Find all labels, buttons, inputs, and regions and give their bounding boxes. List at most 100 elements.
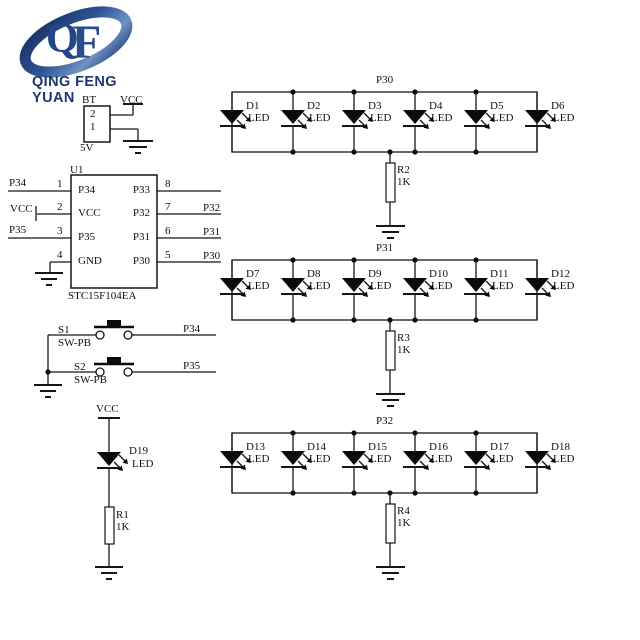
- led-component: D1 LED: [220, 92, 270, 152]
- mcu-body-icon: [70, 174, 158, 289]
- led-icon: [97, 452, 128, 471]
- pin-name-p33: P33: [132, 184, 150, 196]
- led-type: LED: [431, 280, 453, 292]
- pin-number-4: 4: [57, 249, 63, 261]
- led-type: LED: [431, 112, 453, 124]
- pin-number-7: 7: [165, 201, 171, 213]
- ground-icon: [123, 140, 153, 154]
- resistor-ref: R1: [116, 509, 129, 521]
- led-component: D7 LED: [220, 260, 269, 320]
- led-type: LED: [492, 112, 514, 124]
- net-label: P31: [376, 242, 394, 254]
- battery-ref: BT: [82, 94, 97, 106]
- led-icon: [220, 92, 251, 152]
- led-icon: [525, 433, 556, 493]
- led-component: D11 LED: [464, 260, 514, 320]
- led-component: D12 LED: [525, 260, 575, 320]
- led-row: P31 R3 1K D7 LED: [220, 238, 574, 413]
- pin-number-8: 8: [165, 178, 171, 190]
- led-icon: [281, 433, 312, 493]
- led-ref: D11: [490, 268, 509, 280]
- led-component: D4 LED: [403, 92, 453, 152]
- net-label-p34: P34: [9, 177, 27, 189]
- led-type: LED: [132, 458, 154, 470]
- pin-number-3: 3: [57, 225, 63, 237]
- led-type: LED: [248, 112, 270, 124]
- led-ref: D7: [246, 268, 260, 280]
- switch-ref: S2: [74, 361, 86, 373]
- led-type: LED: [431, 453, 453, 465]
- mcu-wires: [8, 174, 221, 289]
- led-icon: [403, 260, 434, 320]
- led-ref: D15: [368, 441, 387, 453]
- led-ref: D13: [246, 441, 265, 453]
- led-component: D18 LED: [525, 433, 574, 493]
- led-ref: D2: [307, 100, 321, 112]
- led-component: D13 LED: [220, 433, 269, 493]
- led-ref: D9: [368, 268, 382, 280]
- led-ref: D4: [429, 100, 443, 112]
- net-label: P30: [376, 74, 394, 86]
- ground-icon: [376, 225, 405, 239]
- led-ref: D5: [490, 100, 504, 112]
- net-label-p34: P34: [183, 323, 201, 335]
- logo-letter-q: Q: [46, 16, 79, 62]
- led-icon: [220, 260, 251, 320]
- pin-number-2: 2: [57, 201, 63, 213]
- led-type: LED: [309, 112, 331, 124]
- led-component: D3 LED: [342, 92, 391, 152]
- vcc-net-label: VCC: [96, 403, 119, 415]
- led-icon: [464, 260, 495, 320]
- led-type: LED: [309, 280, 331, 292]
- switch-part: SW-PB: [74, 374, 108, 386]
- led-type: LED: [370, 280, 392, 292]
- logo-swirl-icon: Q F: [19, 6, 133, 78]
- led-ref: D16: [429, 441, 448, 453]
- switch-ref: S1: [58, 324, 70, 336]
- led-type: LED: [309, 453, 331, 465]
- led-type: LED: [492, 453, 514, 465]
- ground-icon: [34, 384, 62, 398]
- mcu-block: U1 STC15F104EA P34 VCC P35 1 2 3 4 P34 V…: [0, 160, 240, 305]
- resistor-value: 1K: [397, 517, 411, 529]
- switch-block: S1 SW-PB P34 S2 SW-PB P35: [20, 315, 235, 410]
- led-icon: [220, 433, 251, 493]
- led-ref: D12: [551, 268, 570, 280]
- led-icon: [342, 92, 373, 152]
- led-ref: D18: [551, 441, 570, 453]
- ground-icon: [35, 272, 63, 286]
- logo: Q F QING FENG YUAN: [10, 6, 150, 106]
- led-icon: [525, 92, 556, 152]
- net-label-p35: P35: [9, 224, 27, 236]
- resistor-value: 1K: [397, 176, 411, 188]
- led-component: D17 LED: [464, 433, 514, 493]
- ground-icon: [376, 393, 405, 407]
- brand-name: QING FENG YUAN: [32, 74, 117, 106]
- mcu-part-number: STC15F104EA: [68, 290, 137, 302]
- push-button-icon: [48, 357, 216, 377]
- pin-name-p32: P32: [132, 207, 150, 219]
- switch-wires: [34, 320, 216, 398]
- led-component: D14 LED: [281, 433, 331, 493]
- junction-dot: [45, 369, 51, 375]
- led-type: LED: [492, 280, 514, 292]
- led-component: D8 LED: [281, 260, 331, 320]
- net-label-p32: P32: [203, 202, 221, 214]
- push-button-icon: [48, 320, 216, 340]
- led-ref: D14: [307, 441, 326, 453]
- resistor-ref: R3: [397, 332, 410, 344]
- led-ref: D19: [129, 445, 148, 457]
- vcc-net-label: VCC: [120, 94, 143, 106]
- led-component: D10 LED: [403, 260, 453, 320]
- led-icon: [342, 260, 373, 320]
- led-ref: D17: [490, 441, 509, 453]
- led-row: P32 R4 1K D13 LED: [220, 411, 574, 586]
- battery-pin2: 2: [90, 108, 96, 120]
- led-row: P30 R2 1K D1 LED: [220, 70, 574, 245]
- indicator-block: VCC D19 LED R1 1K: [85, 400, 180, 595]
- led-type: LED: [553, 280, 575, 292]
- switch-part: SW-PB: [58, 337, 92, 349]
- resistor-icon: [104, 506, 115, 545]
- led-icon: [281, 92, 312, 152]
- pin-name-p30: P30: [132, 255, 150, 267]
